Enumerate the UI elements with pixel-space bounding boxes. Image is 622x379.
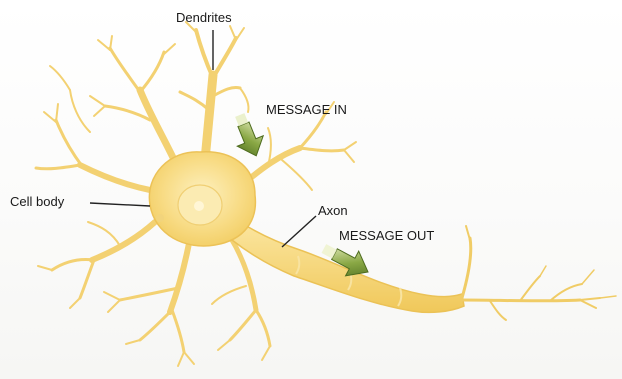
cell-body-leader-line <box>90 203 150 206</box>
cell-body-label: Cell body <box>10 195 64 208</box>
axon-terminals <box>462 226 616 320</box>
axon-label: Axon <box>318 204 348 217</box>
organelle <box>156 214 164 222</box>
nucleolus <box>194 201 204 211</box>
cell-body <box>149 152 255 246</box>
message-in-label: MESSAGE IN <box>266 103 347 116</box>
dendrites-label: Dendrites <box>176 11 232 24</box>
message-in-arrow-icon <box>227 110 269 161</box>
message-out-label: MESSAGE OUT <box>339 229 434 242</box>
axon-leader-line <box>282 216 316 247</box>
